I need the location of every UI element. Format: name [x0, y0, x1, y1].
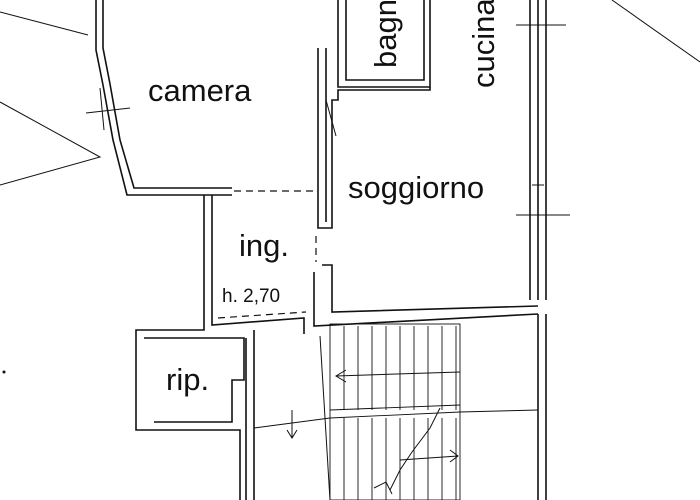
stair-arrows: [286, 369, 461, 495]
camera-walls: [85, 0, 232, 196]
corridor-walls: [154, 330, 331, 500]
right-exterior-wall: [516, 0, 570, 300]
left-diagonal-lines: [0, 11, 102, 186]
room-label-bagno: bagno: [368, 0, 403, 68]
marker-dot: [2, 370, 6, 374]
soggiorno-bottom-wall: [313, 264, 539, 327]
room-label-soggiorno: soggiorno: [348, 170, 484, 205]
room-height-label: h. 2,70: [222, 286, 280, 307]
right-diagonal-line: [611, 0, 700, 63]
ingresso-walls: [135, 190, 317, 431]
bagno-walls: [337, 0, 431, 88]
staircase: [329, 314, 547, 500]
room-label-ingresso: ing.: [239, 228, 289, 263]
room-label-cucina: cucina: [466, 0, 501, 88]
camera-soggiorno-wall: [317, 48, 431, 229]
room-label-camera: camera: [148, 73, 252, 108]
room-label-ripostiglio: rip.: [166, 362, 209, 397]
